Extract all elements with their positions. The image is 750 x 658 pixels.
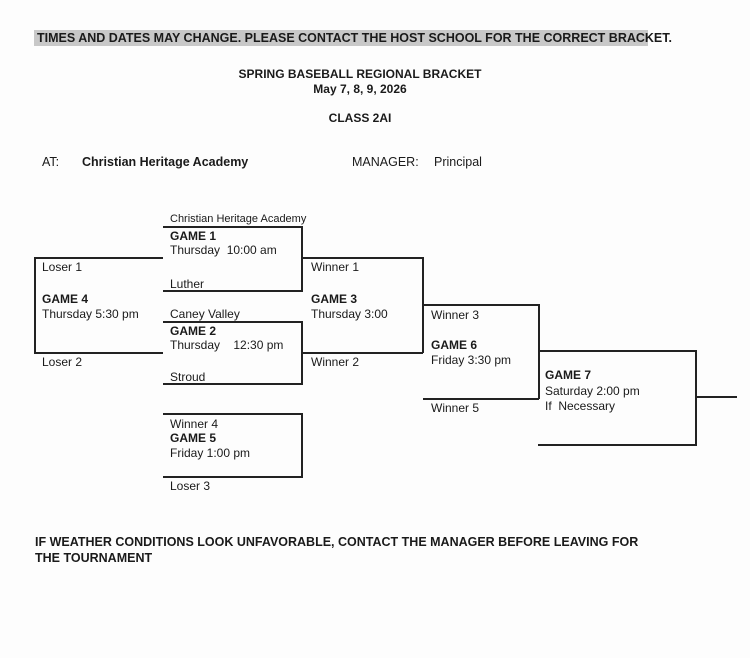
game5-right-line bbox=[301, 413, 303, 477]
game4-name: GAME 4 bbox=[42, 292, 89, 306]
game4-bottom-line bbox=[34, 352, 163, 354]
manager-label: MANAGER: bbox=[352, 155, 419, 169]
game1-top-team: Christian Heritage Academy bbox=[170, 213, 307, 225]
game6-name: GAME 6 bbox=[431, 338, 478, 352]
game1-bottom-line bbox=[163, 290, 303, 292]
game7-note: If Necessary bbox=[545, 399, 616, 413]
game2-name: GAME 2 bbox=[170, 324, 217, 338]
game2-top-line bbox=[163, 321, 303, 323]
game2-top-team: Caney Valley bbox=[170, 307, 240, 321]
game1-time: Thursday 10:00 am bbox=[170, 243, 277, 257]
game5-name: GAME 5 bbox=[170, 431, 217, 445]
champion-line bbox=[697, 396, 737, 398]
game3-bottom-line bbox=[303, 352, 423, 354]
game4-top-line bbox=[34, 257, 163, 259]
game3-top-line bbox=[303, 257, 423, 259]
game5-top-team: Winner 4 bbox=[170, 417, 219, 431]
game2-time: Thursday 12:30 pm bbox=[170, 338, 284, 352]
game4-top-team: Loser 1 bbox=[42, 260, 83, 274]
game6-bottom-line bbox=[423, 398, 539, 400]
game2-bottom-line bbox=[163, 383, 303, 385]
game4-time: Thursday 5:30 pm bbox=[42, 307, 139, 321]
game4-bottom-team: Loser 2 bbox=[42, 355, 83, 369]
bracket-class: CLASS 2AI bbox=[328, 111, 392, 125]
game1-name: GAME 1 bbox=[170, 229, 217, 243]
host-school: Christian Heritage Academy bbox=[82, 155, 249, 169]
game7-top-line bbox=[538, 350, 697, 352]
game2-bottom-team: Stroud bbox=[170, 370, 206, 384]
game1-right-line bbox=[301, 226, 303, 291]
at-label: AT: bbox=[42, 155, 60, 169]
game7-name: GAME 7 bbox=[545, 368, 592, 382]
game3-top-team: Winner 1 bbox=[311, 260, 360, 274]
game5-bottom-team: Loser 3 bbox=[170, 479, 211, 493]
weather-footer-note: IF WEATHER CONDITIONS LOOK UNFAVORABLE, … bbox=[35, 535, 639, 565]
manager-name: Principal bbox=[434, 155, 482, 169]
game4-left-line bbox=[34, 257, 36, 353]
bracket-title: SPRING BASEBALL REGIONAL BRACKET bbox=[238, 67, 482, 81]
game6-bottom-team: Winner 5 bbox=[431, 401, 480, 415]
game1-top-line bbox=[163, 226, 303, 228]
game7-bottom-line bbox=[538, 444, 697, 446]
game7-time: Saturday 2:00 pm bbox=[545, 384, 640, 398]
game6-top-line bbox=[423, 304, 539, 306]
game5-time: Friday 1:00 pm bbox=[170, 446, 251, 460]
game5-top-line bbox=[163, 413, 303, 415]
game6-top-team: Winner 3 bbox=[431, 308, 480, 322]
game7-right-line bbox=[695, 350, 697, 445]
game1-bottom-team: Luther bbox=[170, 277, 205, 291]
game6-time: Friday 3:30 pm bbox=[431, 353, 512, 367]
notice-banner: TIMES AND DATES MAY CHANGE. PLEASE CONTA… bbox=[34, 30, 672, 46]
game5-bottom-line bbox=[163, 476, 303, 478]
game2-right-line bbox=[301, 321, 303, 384]
bracket-dates: May 7, 8, 9, 2026 bbox=[313, 82, 407, 96]
game3-name: GAME 3 bbox=[311, 292, 358, 306]
game3-time: Thursday 3:00 bbox=[311, 307, 388, 321]
game3-bottom-team: Winner 2 bbox=[311, 355, 360, 369]
